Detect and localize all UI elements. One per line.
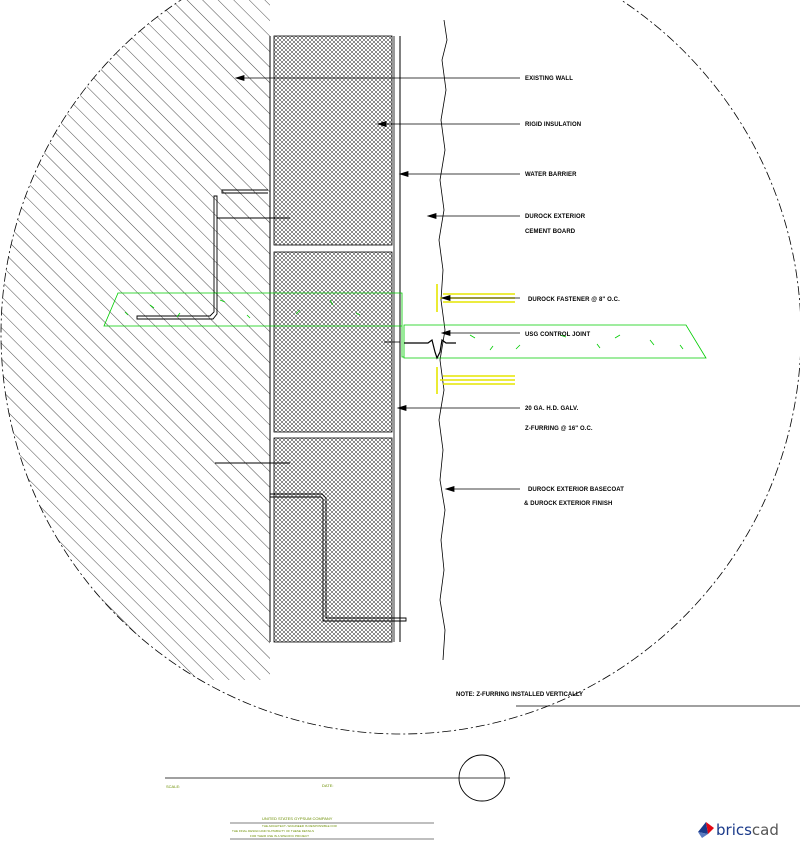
- existing-wall-hatch: [1, 0, 270, 680]
- company-name: UNITED STATES GYPSUM COMPANY: [262, 816, 333, 821]
- detail-reference-circle: [458, 754, 506, 802]
- insulation-panel-middle: [273, 251, 393, 433]
- label-rigid-insulation: RIGID INSULATION: [525, 122, 581, 128]
- label-fastener: DUROCK FASTENER @ 8" O.C.: [528, 297, 620, 303]
- z-furring-top: [136, 189, 290, 320]
- disclaimer-line-3: FOR THEIR USE IN A SPECIFIC PROJECT: [250, 834, 309, 838]
- bricscad-logo-icon: [698, 822, 714, 838]
- leader-lines: [234, 74, 520, 493]
- title-block: SCALE: DATE: UNITED STATES GYPSUM COMPAN…: [165, 754, 510, 840]
- disclaimer-line-1: THE ARCHITECT / ENGINEER IS RESPONSIBLE …: [262, 824, 338, 828]
- label-water-barrier: WATER BARRIER: [525, 172, 577, 178]
- label-finish-2: & DUROCK EXTERIOR FINISH: [524, 501, 612, 507]
- date-label: DATE:: [322, 783, 333, 788]
- label-existing-wall: EXISTING WALL: [525, 76, 573, 82]
- bricscad-logo: bricscad: [698, 821, 779, 839]
- break-zone: [103, 292, 707, 359]
- installation-note: NOTE: Z-FURRING INSTALLED VERTICALLY: [456, 692, 583, 698]
- label-zfurring-1: 20 GA. H.D. GALV.: [525, 406, 579, 412]
- label-durock-board-2: CEMENT BOARD: [525, 229, 576, 235]
- z-furring-bottom: [215, 462, 407, 622]
- label-finish-1: DUROCK EXTERIOR BASECOAT: [528, 487, 624, 493]
- svg-text:bricscad: bricscad: [716, 821, 779, 839]
- exterior-finish-line: [438, 19, 448, 661]
- insulation-panel-top: [273, 35, 393, 246]
- logo-text-brics: brics: [716, 821, 752, 839]
- label-zfurring-2: Z-FURRING @ 16" O.C.: [525, 426, 593, 432]
- label-durock-board-1: DUROCK EXTERIOR: [525, 214, 586, 220]
- scale-label: SCALE:: [166, 784, 180, 789]
- label-control-joint: USG CONTROL JOINT: [525, 332, 590, 338]
- control-joint: [404, 338, 456, 360]
- logo-text-cad: cad: [752, 821, 779, 839]
- disclaimer-line-2: THE FINAL DESIGN AND SUITABILITY OF THES…: [232, 829, 314, 833]
- insulation-panel-bottom: [273, 437, 393, 643]
- fastener-bottom: [436, 367, 515, 394]
